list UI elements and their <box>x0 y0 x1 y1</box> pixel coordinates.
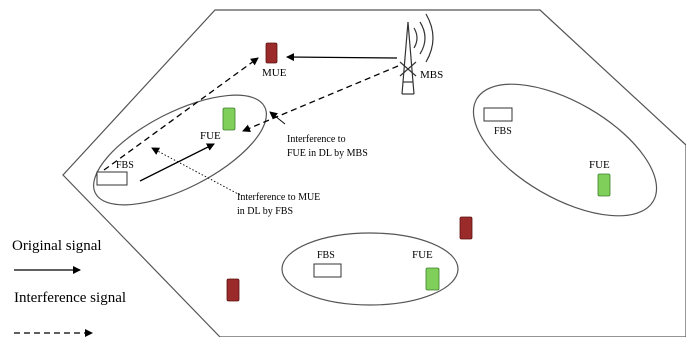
mue-device-icon-bottom <box>226 278 240 302</box>
fue-bottom-device-icon <box>425 267 440 291</box>
mbs-interference-pointer-arrow <box>269 111 286 125</box>
fue-right-device-icon <box>597 173 611 197</box>
fbs-bottom-box <box>313 263 342 278</box>
fue-right-label: FUE <box>589 159 610 171</box>
radio-waves-icon <box>413 13 434 63</box>
mue-device-icon <box>265 42 278 64</box>
femtocell-right <box>472 83 658 217</box>
legend-interference-label: Interference signal <box>14 290 126 306</box>
mbs-to-mue-signal-arrow <box>286 53 398 62</box>
fbs-to-fue-signal-arrow <box>139 143 215 182</box>
fbs-left-box <box>96 171 128 186</box>
fbs-bottom-label: FBS <box>317 250 335 261</box>
mbs-label: MBS <box>420 69 443 81</box>
legend-original-label: Original signal <box>12 238 102 254</box>
mue-label: MUE <box>262 67 287 79</box>
fue-bottom-label: FUE <box>412 249 433 261</box>
fbs-left-label: FBS <box>116 160 134 171</box>
fbs-to-mue-interference-arrow <box>103 57 259 171</box>
mbs-tower-icon <box>399 21 417 95</box>
fbs-interference-annotation-line1: Interference to MUE <box>237 192 320 203</box>
fbs-right-label: FBS <box>494 126 512 137</box>
fbs-interference-pointer-arrow <box>151 147 241 196</box>
fbs-interference-annotation-line2: in DL by FBS <box>237 206 293 217</box>
femtocell-left <box>93 94 267 206</box>
femtocell-bottom <box>281 232 459 306</box>
mbs-interference-annotation-line1: Interference to <box>287 134 346 145</box>
mbs-interference-annotation-line2: FUE in DL by MBS <box>287 148 368 159</box>
mbs-to-fue-interference-arrow <box>242 65 399 132</box>
macro-cell-hexagon <box>62 9 686 337</box>
fbs-right-box <box>483 107 513 122</box>
mue-device-icon-right <box>459 216 473 240</box>
fue-left-device-icon <box>222 107 236 131</box>
fue-left-label: FUE <box>200 130 221 142</box>
